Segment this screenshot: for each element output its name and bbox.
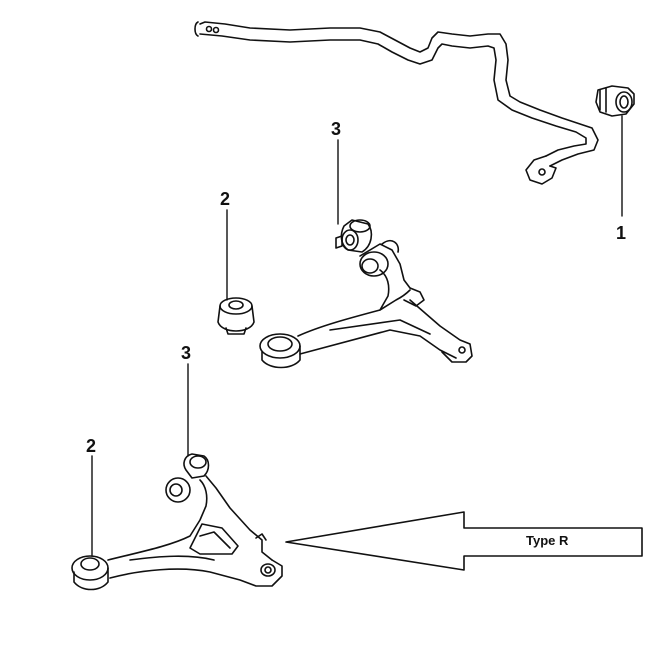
control-arm-lower <box>71 475 283 591</box>
stabilizer-bushing <box>595 85 635 117</box>
bushing-3-upper <box>335 219 373 253</box>
callout-3-upper: 3 <box>331 119 342 139</box>
callout-2-upper: 2 <box>220 189 231 209</box>
type-r-arrow <box>285 511 643 571</box>
stabilizer-bar <box>194 21 599 185</box>
bushing-2-upper <box>217 297 255 335</box>
control-arm-upper <box>259 239 473 369</box>
leader-lines <box>91 115 623 557</box>
callout-3-lower: 3 <box>181 343 192 363</box>
type-r-label: Type R <box>526 533 569 548</box>
callout-2-lower: 2 <box>86 436 97 456</box>
bushing-3-lower <box>183 453 210 479</box>
callout-1: 1 <box>616 223 627 243</box>
